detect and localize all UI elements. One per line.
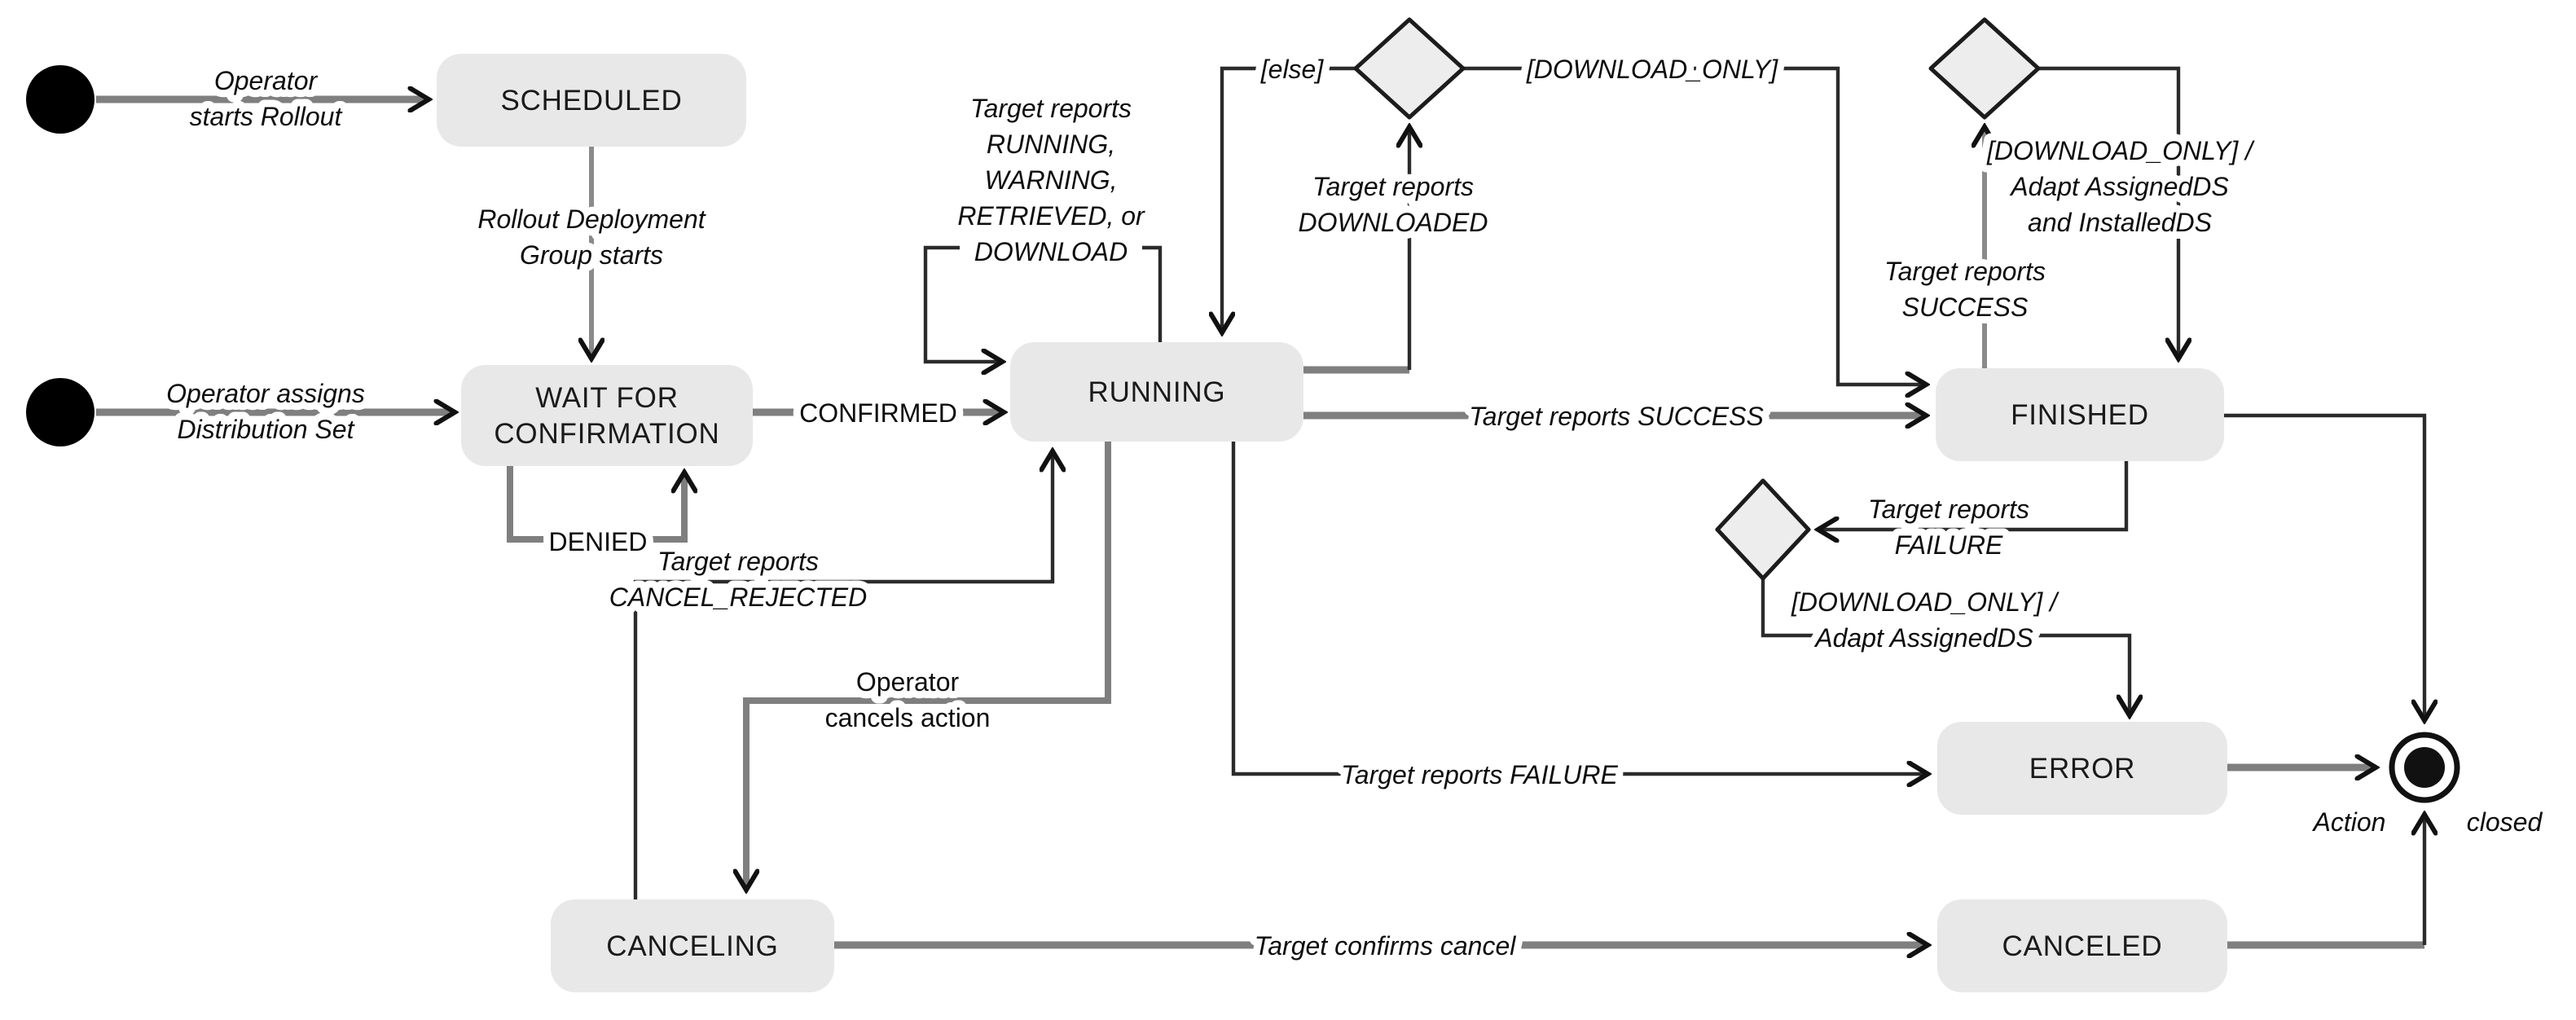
edge-label-choice-failure-to-error: [DOWNLOAD_ONLY] /Adapt AssignedDS <box>1791 587 2059 653</box>
edge-download-only-adapt-installed <box>2038 66 2178 357</box>
state-label-canceling: CANCELING <box>606 930 778 962</box>
state-canceled <box>1937 899 2227 992</box>
edge-finished-to-final <box>2224 413 2424 719</box>
state-wait-for-confirmation <box>461 365 753 466</box>
state-label-scheduled: SCHEDULED <box>500 85 682 117</box>
edge-label-denied-loop: DENIED <box>549 527 648 556</box>
final-action-closed-inner-circle <box>2404 747 2445 788</box>
state-error <box>1937 722 2227 815</box>
edges-layer <box>96 66 2424 945</box>
edge-cancel-rejected <box>633 453 1053 899</box>
choice-failure-diamond <box>1715 478 1811 581</box>
edge-running-failure-to-error <box>1231 442 1926 774</box>
edge-label-confirmed: CONFIRMED <box>799 398 957 428</box>
initial-rollout-circle <box>26 65 95 134</box>
choice-downloaded-diamond <box>1353 17 1466 120</box>
state-label-error: ERROR <box>2029 753 2135 785</box>
edge-label-download-only-to-finished: [DOWNLOAD_ONLY] <box>1526 55 1778 84</box>
edge-running-selfloop-out <box>1142 245 1163 342</box>
state-running <box>1010 342 1303 442</box>
edge-label-target-confirms-cancel: Target confirms cancel <box>1255 931 1517 961</box>
edge-choice-failure-to-error <box>1761 578 2130 714</box>
state-scheduled <box>437 54 746 147</box>
edge-finished-failure-to-choice <box>1820 461 2129 530</box>
edge-operator-cancels-action <box>746 442 1111 888</box>
state-label-finished: FINISHED <box>2011 399 2149 431</box>
state-label-canceled: CANCELED <box>2002 930 2162 962</box>
choice-success-diamond <box>1928 17 2041 120</box>
initial-assignment-circle <box>26 378 95 446</box>
edge-label-target-reports-success-main: Target reports SUCCESS <box>1469 402 1764 431</box>
state-finished <box>1936 368 2224 461</box>
label-final-label-action: Action <box>2312 807 2386 837</box>
state-label-running: RUNNING <box>1088 376 1226 408</box>
label-final-label-closed: closed <box>2467 807 2543 837</box>
edge-denied-loop <box>507 466 684 543</box>
state-canceling <box>551 899 834 992</box>
edge-download-only-to-finished <box>1463 66 1924 385</box>
edge-label-running-failure-to-error: Target reports FAILURE <box>1341 760 1618 789</box>
edge-label-else-branch: [else] <box>1260 55 1325 84</box>
edge-else-branch <box>1222 66 1356 331</box>
edge-running-selfloop-in <box>923 245 1000 362</box>
